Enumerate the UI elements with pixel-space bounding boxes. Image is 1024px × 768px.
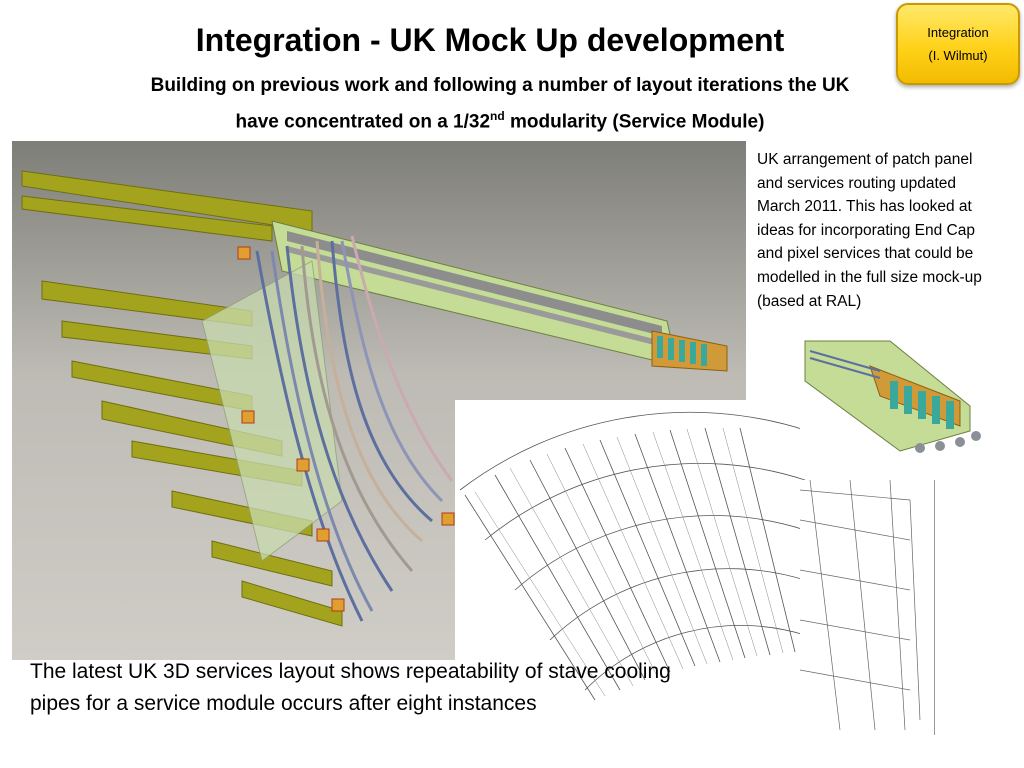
subtitle-line-1: Building on previous work and following … [150, 75, 850, 96]
drawing-graphic [459, 411, 805, 701]
subtitle-superscript: nd [490, 109, 505, 123]
layout-caption: The latest UK 3D services layout shows r… [30, 660, 671, 715]
badge-author: (I. Wilmut) [928, 48, 988, 63]
subtitle-line-2-pre: have concentrated on a 1/32 [235, 111, 491, 133]
badge-topic: Integration [927, 25, 989, 40]
service-module-drawing-right [800, 480, 935, 735]
slide-subtitle: Building on previous work and following … [80, 70, 920, 137]
drawing-graphic-right [800, 480, 921, 731]
patch-panel-note: UK arrangement of patch panel and servic… [757, 151, 982, 310]
patch-panel-render-image [800, 336, 985, 466]
slide-title: Integration - UK Mock Up development [195, 22, 785, 58]
author-badge: Integration (I. Wilmut) [896, 3, 1020, 85]
subtitle-line-2-post: modularity (Service Module) [504, 111, 765, 133]
services-render-graphic [21, 170, 728, 627]
service-module-drawing [455, 400, 805, 730]
patch-panel-graphic [804, 340, 981, 453]
